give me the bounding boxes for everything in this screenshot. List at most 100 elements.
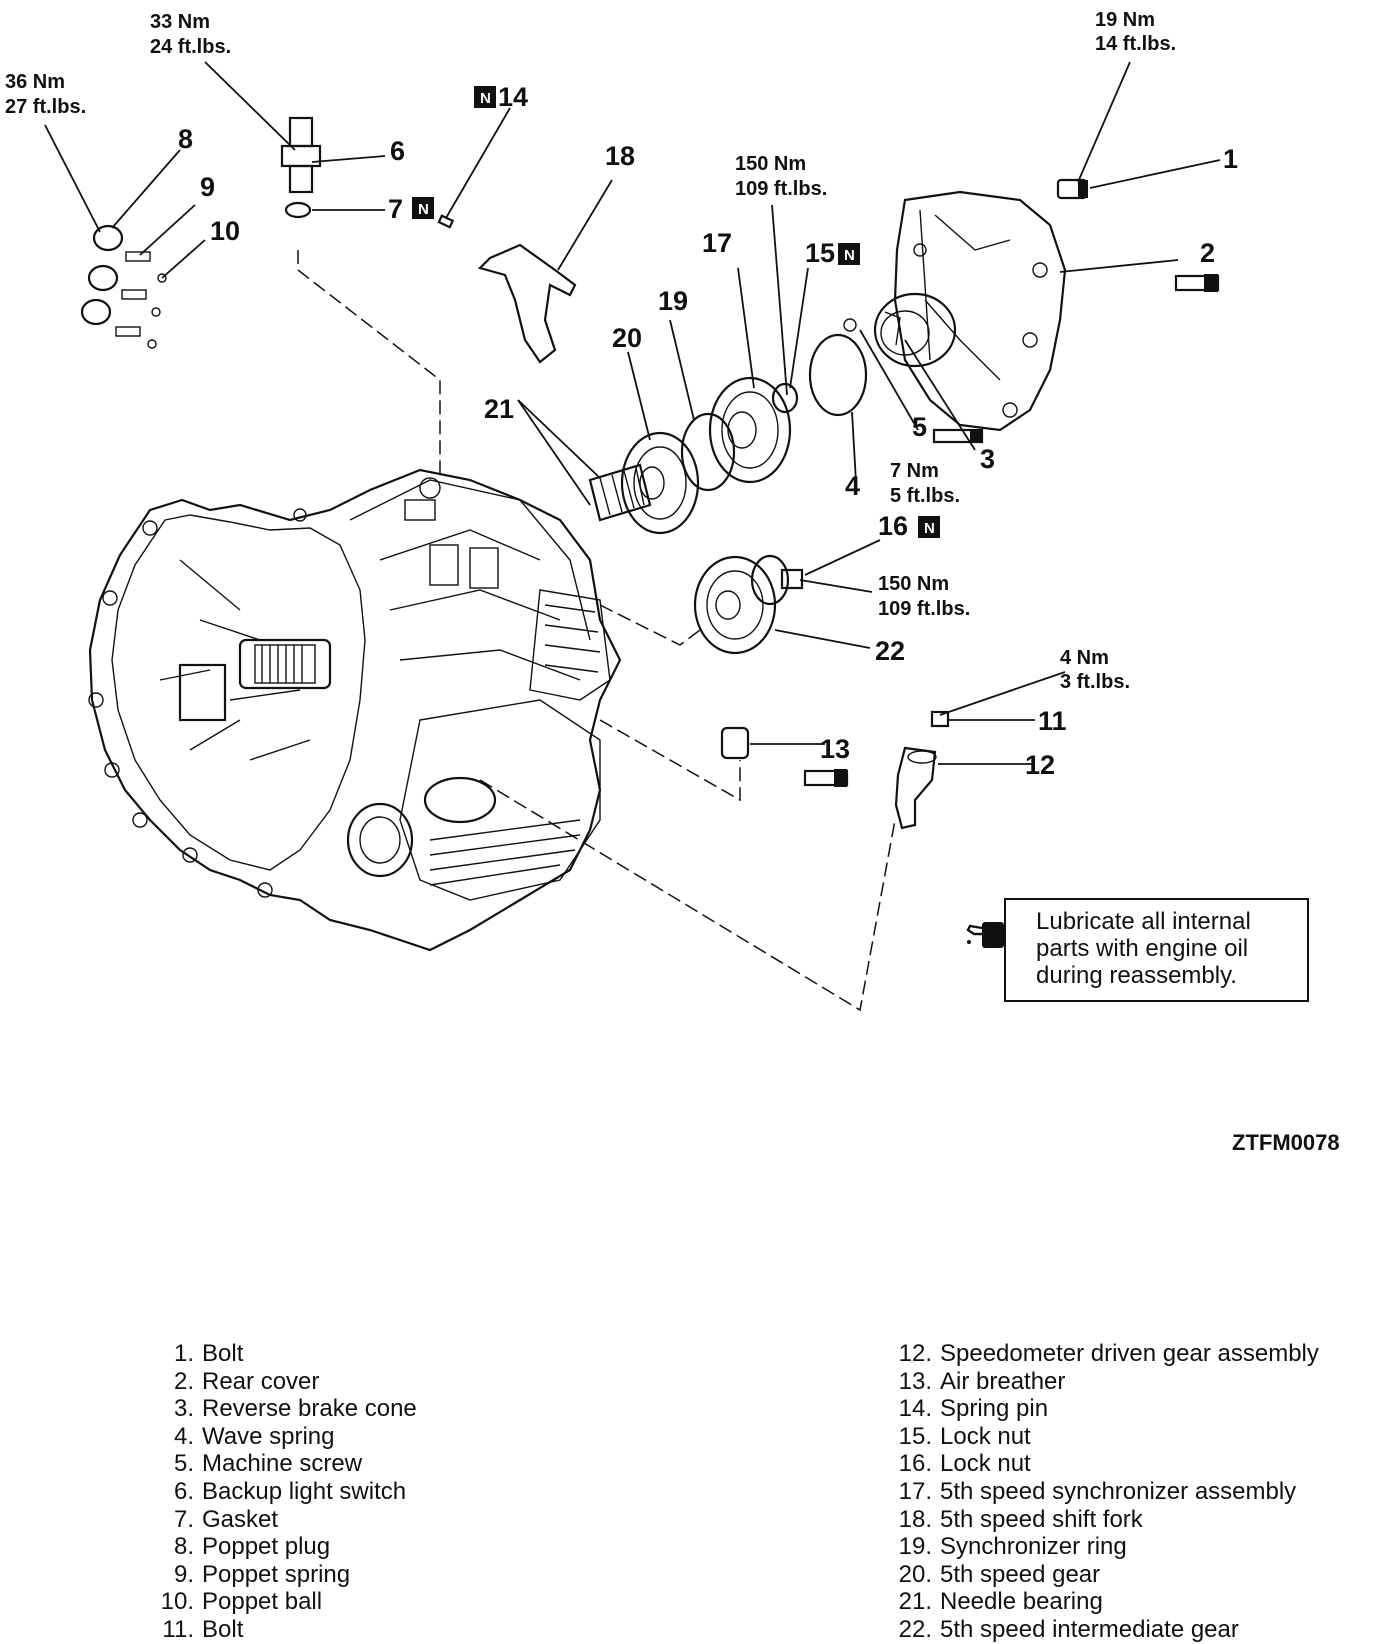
torque-16-nm: 150 Nm (878, 573, 949, 595)
legend-item: 13.Air breather (898, 1367, 1066, 1395)
bolt-2 (1174, 274, 1220, 292)
machine-screw-5 (843, 318, 984, 444)
legend-item: 11.Bolt (162, 1615, 244, 1643)
legend-item: 17.5th speed synchronizer assembly (898, 1477, 1297, 1505)
lock-nut-16 (780, 568, 804, 590)
legend-item: 7.Gasket (173, 1505, 279, 1533)
svg-text:N: N (480, 90, 491, 107)
callout-17: 17 (702, 228, 732, 258)
figure-code: ZTFM0078 (1232, 1130, 1340, 1155)
parts-legend-left: 1.Bolt 2.Rear cover 3.Reverse brake cone… (142, 1340, 417, 1644)
legend-item: 9.Poppet spring (173, 1560, 351, 1588)
torque-5-ft: 5 ft.lbs. (890, 485, 960, 507)
svg-text:N: N (924, 520, 935, 537)
callout-22: 22 (875, 636, 905, 666)
note-line-3: during reassembly. (1036, 962, 1237, 989)
torque-6-ft: 24 ft.lbs. (150, 36, 231, 58)
legend-item: 2.Rear cover (173, 1367, 320, 1395)
n-marker-7: N (412, 197, 434, 219)
fifth-speed-synchronizer-assembly (708, 376, 792, 484)
callout-4: 4 (845, 471, 860, 501)
torque-8-nm: 36 Nm (5, 71, 65, 93)
legend-item: 14.Spring pin (898, 1395, 1049, 1423)
note-line-2: parts with engine oil (1036, 935, 1249, 962)
backup-light-switch (280, 116, 322, 194)
n-marker-15: N (838, 243, 860, 265)
callout-13: 13 (820, 734, 850, 764)
transaxle-case (88, 468, 622, 952)
legend-item: 20.5th speed gear (898, 1560, 1101, 1588)
n-marker-16: N (918, 516, 940, 538)
torque-11-nm: 4 Nm (1060, 647, 1109, 669)
svg-text:N: N (844, 247, 855, 264)
gasket (284, 201, 312, 219)
callout-5: 5 (912, 412, 927, 442)
torque-11-ft: 3 ft.lbs. (1060, 671, 1130, 693)
parts-legend-right: 12.Speedometer driven gear assembly 13.A… (880, 1340, 1319, 1644)
torque-specs: 19 Nm 14 ft.lbs. 33 Nm 24 ft.lbs. 36 Nm … (5, 9, 1176, 693)
wave-spring (808, 333, 868, 417)
lubrication-note: Lubricate all internal parts with engine… (1004, 898, 1309, 1002)
legend-item: 3.Reverse brake cone (173, 1395, 417, 1423)
bolt-11 (930, 710, 950, 728)
callout-12: 12 (1025, 750, 1055, 780)
callout-2: 2 (1200, 238, 1215, 268)
torque-15-ft: 109 ft.lbs. (735, 178, 827, 200)
note-line-1: Lubricate all internal (1036, 908, 1251, 935)
poppet-ball (147, 273, 167, 349)
torque-6-nm: 33 Nm (150, 11, 210, 33)
callout-18: 18 (605, 141, 635, 171)
legend-item: 19.Synchronizer ring (898, 1533, 1127, 1561)
rear-cover (893, 190, 1067, 432)
legend-item: 8.Poppet plug (173, 1533, 331, 1561)
torque-15-nm: 150 Nm (735, 153, 806, 175)
legend-item: 16.Lock nut (898, 1450, 1031, 1478)
torque-1-ft: 14 ft.lbs. (1095, 33, 1176, 55)
callout-7: 7 (388, 194, 403, 224)
callout-20: 20 (612, 323, 642, 353)
speedometer-driven-gear-assembly (894, 746, 937, 830)
synchronizer-ring (680, 412, 736, 492)
callout-16: 16 (878, 511, 908, 541)
torque-5-nm: 7 Nm (890, 460, 939, 482)
needle-bearing (588, 463, 652, 522)
callout-11: 11 (1038, 706, 1067, 736)
fifth-speed-gear (620, 431, 700, 535)
legend-item: 22.5th speed intermediate gear (898, 1615, 1239, 1643)
spring-pin (437, 214, 455, 229)
callout-21: 21 (484, 394, 514, 424)
torque-16-ft: 109 ft.lbs. (878, 598, 970, 620)
legend-item: 10.Poppet ball (160, 1588, 323, 1616)
poppet-spring (115, 251, 151, 337)
callout-3: 3 (980, 444, 995, 474)
legend-item: 12.Speedometer driven gear assembly (898, 1340, 1319, 1367)
oil-can-icon (966, 922, 1004, 948)
legend-item: 15.Lock nut (898, 1422, 1031, 1450)
poppet-plug (80, 224, 124, 326)
callout-15: 15 (805, 238, 835, 268)
callout-14: 14 (498, 82, 528, 112)
reverse-brake-cone (873, 292, 957, 368)
lock-nut-15 (771, 382, 799, 414)
callout-9: 9 (200, 172, 215, 202)
legend-item: 21.Needle bearing (898, 1588, 1103, 1616)
fifth-speed-shift-fork (477, 243, 577, 364)
legend-item: 18.5th speed shift fork (898, 1505, 1143, 1533)
leader-lines (44, 61, 1221, 1012)
callout-10: 10 (210, 216, 240, 246)
bolt-1 (1056, 178, 1088, 200)
legend-item: 4.Wave spring (173, 1422, 335, 1450)
torque-8-ft: 27 ft.lbs. (5, 96, 86, 118)
n-marker-14: N (474, 86, 496, 108)
callout-6: 6 (390, 136, 405, 166)
air-breather (720, 726, 849, 787)
fifth-speed-intermediate-gear (693, 554, 790, 655)
callout-8: 8 (178, 124, 193, 154)
legend-item: 6.Backup light switch (173, 1477, 407, 1505)
legend-item: 5.Machine screw (173, 1450, 363, 1478)
callout-numbers: 1 2 3 4 5 6 7 8 9 10 11 12 13 14 15 16 1… (178, 82, 1238, 780)
callout-1: 1 (1223, 144, 1238, 174)
legend-item: 1.Bolt (173, 1340, 244, 1367)
torque-1-nm: 19 Nm (1095, 9, 1155, 31)
svg-text:N: N (418, 201, 429, 218)
